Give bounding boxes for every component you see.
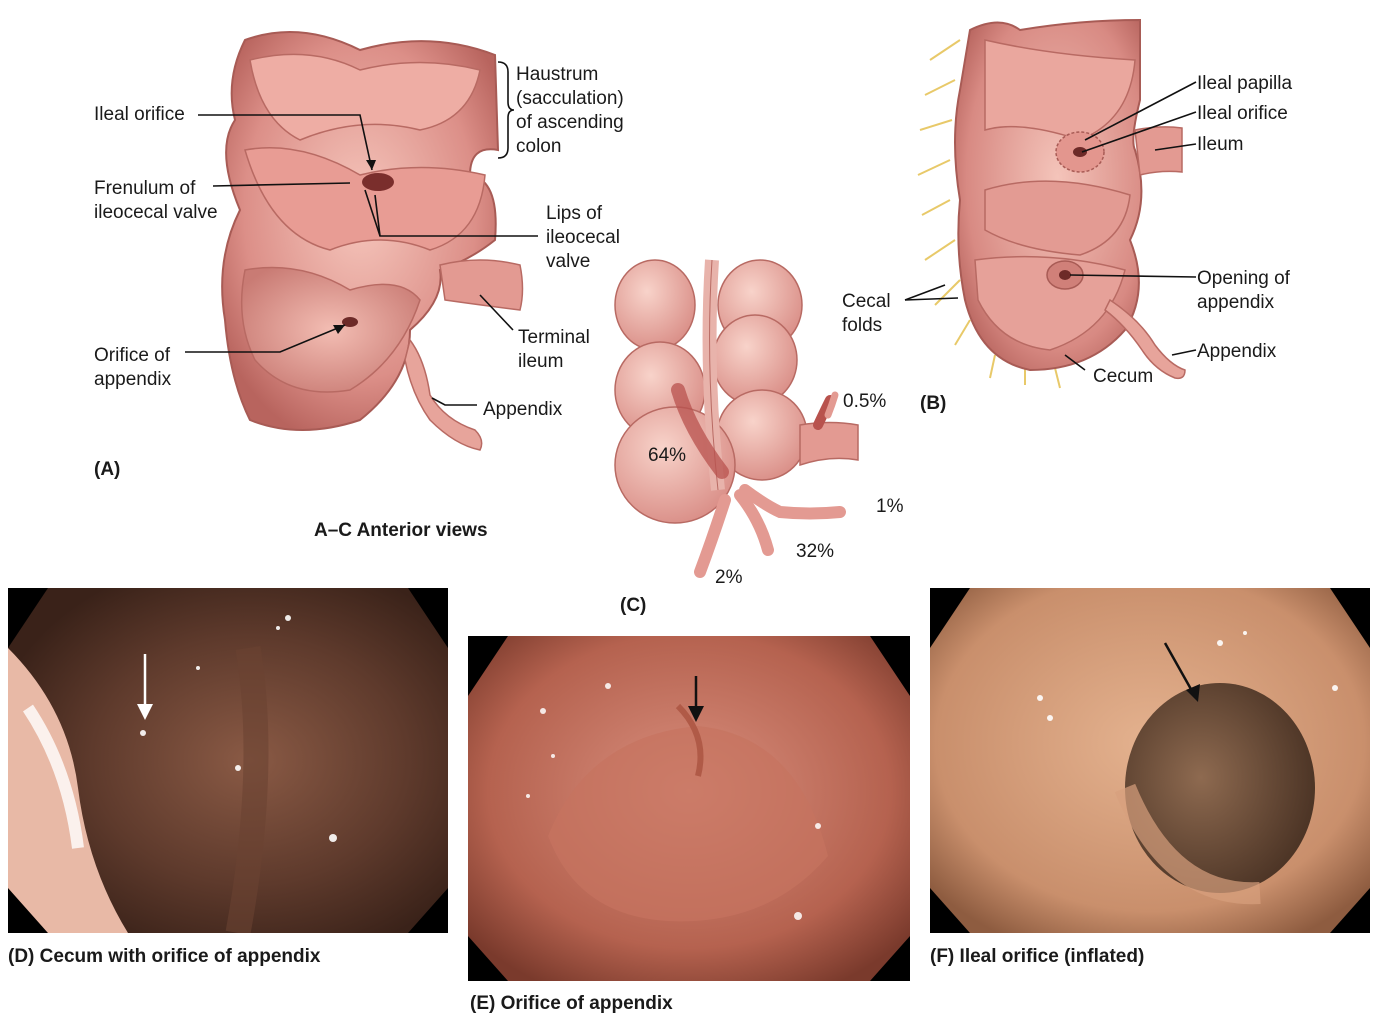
label-haustrum-1: Haustrum: [516, 63, 598, 87]
label-haustrum-2: (sacculation): [516, 87, 624, 111]
label-orifice-appendix-1: Orifice of: [94, 344, 170, 368]
pct-preileal: 0.5%: [843, 390, 886, 414]
caption-f: (F) Ileal orifice (inflated): [930, 946, 1144, 968]
panel-a-tag: (A): [94, 458, 120, 482]
ileal-lumen: [1125, 683, 1315, 893]
label-appendix-a: Appendix: [483, 398, 562, 422]
label-cecal-2: folds: [842, 314, 882, 338]
ileal-orifice-shape: [362, 173, 394, 191]
caption-e: (E) Orifice of appendix: [470, 993, 673, 1015]
label-lips-2: ileocecal: [546, 226, 620, 250]
photo-d-cecum: [8, 588, 448, 933]
label-terminal-2: ileum: [518, 350, 563, 374]
panel-c-tag: (C): [620, 594, 646, 618]
label-appendix-b: Appendix: [1197, 340, 1276, 364]
ileum-shape: [1135, 127, 1182, 175]
label-lips-3: valve: [546, 250, 590, 274]
appendix-shape: [405, 340, 482, 450]
label-frenulum-1: Frenulum of: [94, 177, 195, 201]
label-cecum: Cecum: [1093, 365, 1153, 389]
views-caption: A–C Anterior views: [314, 520, 488, 542]
label-ileal-orifice-a: Ileal orifice: [94, 103, 185, 127]
label-haustrum-3: of ascending: [516, 111, 624, 135]
label-frenulum-2: ileocecal valve: [94, 201, 218, 225]
panel-b-tag: (B): [920, 392, 946, 416]
label-ileum: Ileum: [1197, 133, 1243, 157]
label-lips-1: Lips of: [546, 202, 602, 226]
panel-b-illustration: [900, 0, 1374, 420]
panel-a: Ileal orifice Haustrum (sacculation) of …: [0, 0, 700, 500]
terminal-ileum-shape: [440, 260, 523, 310]
panel-b: Ileal papilla Ileal orifice Ileum Openin…: [900, 0, 1374, 420]
label-orifice-appendix-2: appendix: [94, 368, 171, 392]
label-opening-2: appendix: [1197, 291, 1274, 315]
label-haustrum-4: colon: [516, 135, 561, 159]
pct-subcecal: 2%: [715, 566, 742, 590]
label-opening-1: Opening of: [1197, 267, 1290, 291]
label-ileal-papilla: Ileal papilla: [1197, 72, 1292, 96]
photo-e-orifice: [468, 636, 910, 981]
pct-pelvic: 32%: [796, 540, 834, 564]
label-cecal-1: Cecal: [842, 290, 891, 314]
pct-postileal: 1%: [876, 495, 903, 519]
caption-d: (D) Cecum with orifice of appendix: [8, 946, 320, 968]
label-terminal-1: Terminal: [518, 326, 590, 350]
photo-f-ileal-orifice: [930, 588, 1370, 933]
label-ileal-orifice-b: Ileal orifice: [1197, 102, 1288, 126]
pct-retrocecal: 64%: [648, 444, 686, 468]
